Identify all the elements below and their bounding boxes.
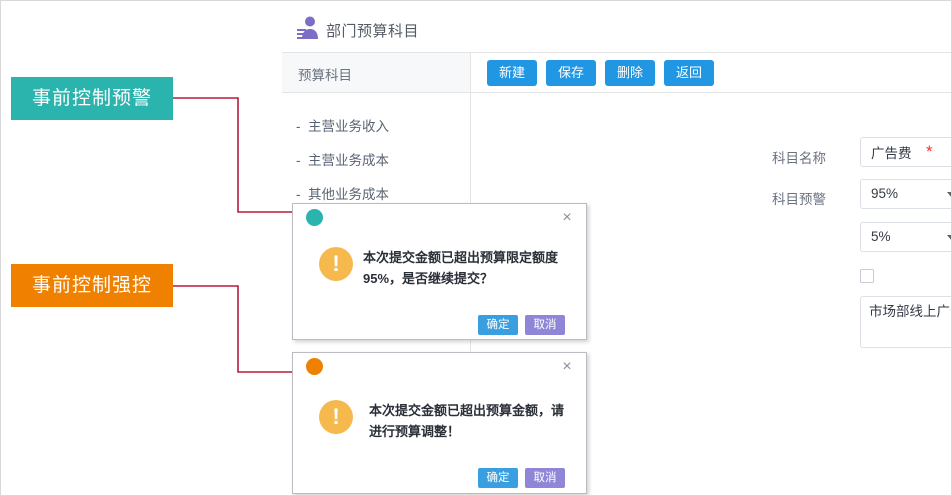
exclamation-icon: ! [319, 400, 353, 434]
dialog-marker-dot [306, 209, 323, 226]
close-icon[interactable]: × [562, 209, 572, 226]
toolbar: 新建 保存 删除 返回 [471, 53, 951, 93]
control-dialog: × ! 本次提交金额已超出预算金额，请进行预算调整！ 确定 取消 [292, 352, 587, 494]
delete-button[interactable]: 删除 [605, 60, 655, 86]
tree-expand-marker[interactable]: - [296, 187, 301, 202]
exclamation-icon: ! [319, 247, 353, 281]
user-icon [297, 16, 318, 39]
warning-threshold-value: 95% [871, 186, 899, 201]
tree-item-1[interactable]: -主营业务成本 [296, 149, 389, 169]
chevron-down-icon [947, 192, 951, 198]
chevron-down-icon [947, 235, 951, 241]
tree-item-label: 主营业务成本 [308, 153, 389, 168]
tree-item-2[interactable]: -其他业务成本 [296, 183, 389, 203]
warning-dialog: × ! 本次提交金额已超出预算限定额度95%，是否继续提交？ 确定 取消 [292, 203, 587, 340]
budget-checkbox[interactable] [860, 269, 874, 283]
tree-item-label: 其他业务成本 [308, 187, 389, 202]
required-asterisk: * [926, 142, 933, 161]
tree-item-0[interactable]: -主营业务收入 [296, 115, 389, 135]
dialog-cancel-button[interactable]: 取消 [525, 468, 565, 488]
save-button[interactable]: 保存 [546, 60, 596, 86]
tree-item-label: 主营业务收入 [308, 119, 389, 134]
annotation-pre-control-strict: 事前控制强控 [11, 264, 173, 307]
subject-warning-label: 科目预警 [772, 192, 826, 207]
control-threshold-select[interactable]: 5% [860, 222, 951, 252]
dialog-marker-dot [306, 358, 323, 375]
annotation-pre-control-warning: 事前控制预警 [11, 77, 173, 120]
tree-expand-marker[interactable]: - [296, 119, 301, 134]
close-icon[interactable]: × [562, 358, 572, 375]
tree-expand-marker[interactable]: - [296, 153, 301, 168]
control-threshold-value: 5% [871, 229, 891, 244]
new-button[interactable]: 新建 [487, 60, 537, 86]
dialog-message: 本次提交金额已超出预算限定额度95%，是否继续提交？ [363, 250, 559, 286]
back-button[interactable]: 返回 [664, 60, 714, 86]
subject-name-input[interactable] [860, 137, 951, 167]
tree-column-header: 预算科目 [282, 53, 471, 93]
description-textarea[interactable] [860, 296, 951, 348]
tree-column-header-label: 预算科目 [298, 68, 352, 83]
page-title: 部门预算科目 [326, 23, 420, 40]
dialog-confirm-button[interactable]: 确定 [478, 468, 518, 488]
dialog-message: 本次提交金额已超出预算金额，请进行预算调整！ [369, 403, 565, 439]
subject-name-label: 科目名称 [772, 151, 826, 166]
dialog-confirm-button[interactable]: 确定 [478, 315, 518, 335]
app-titlebar: 部门预算科目 [282, 1, 951, 53]
dialog-cancel-button[interactable]: 取消 [525, 315, 565, 335]
warning-threshold-select[interactable]: 95% [860, 179, 951, 209]
